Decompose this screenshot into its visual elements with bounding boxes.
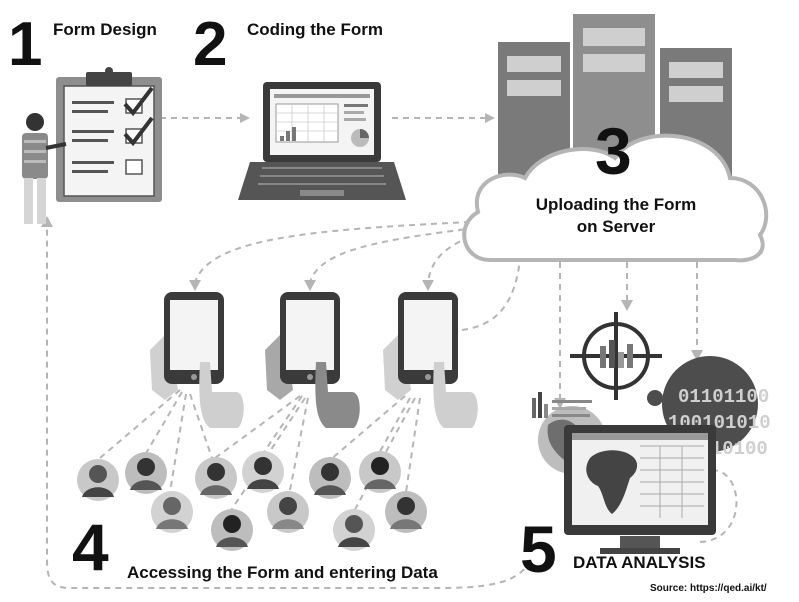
line-phone-3-user-a <box>329 395 406 461</box>
line-phone-2-user-d <box>289 397 309 491</box>
target-chart-icon <box>570 312 662 400</box>
step-5-label: DATA ANALYSIS <box>573 553 706 572</box>
monitor-icon <box>564 425 716 554</box>
source-credit: Source: https://qed.ai/kt/ <box>650 583 767 594</box>
step-1-label: Form Design <box>53 20 157 39</box>
avatar <box>333 509 375 551</box>
binary-text-line-1: 01101100 <box>678 386 769 408</box>
avatar <box>151 491 193 533</box>
laptop-icon <box>238 82 406 200</box>
arrow-phone-3-to-server <box>461 259 521 331</box>
line-phone-2-user-b <box>261 395 303 456</box>
line-phone-3-user-d <box>405 397 421 493</box>
arrow-analysis-side-loop <box>699 469 738 543</box>
avatar <box>309 457 351 499</box>
step-2-label: Coding the Form <box>247 20 383 39</box>
arrowhead-phone-3 <box>422 280 434 291</box>
step-2-number: 2 <box>193 10 228 79</box>
line-phone-1-user-d <box>189 393 213 459</box>
checkmark-icon <box>123 116 154 147</box>
avatar <box>195 457 237 499</box>
phone-hand-2-icon <box>265 292 360 428</box>
phone-hand-1-icon <box>150 292 244 428</box>
avatar <box>385 491 427 533</box>
step-3-label-line-2: on Server <box>576 217 656 236</box>
step-4-number: 4 <box>72 510 109 584</box>
arrowhead-analysis-3 <box>691 350 703 361</box>
cloud-icon <box>462 133 769 263</box>
africa-map-icon <box>586 450 638 514</box>
arrowhead-feedback <box>41 216 53 227</box>
arrowhead-phone-2 <box>304 280 316 291</box>
clipboard-icon <box>56 67 162 202</box>
avatar <box>242 451 284 493</box>
avatar <box>359 451 401 493</box>
step-3-label: Uploading the Form on Server <box>503 194 729 238</box>
user-avatars <box>77 451 427 551</box>
line-phone-1-user-a <box>99 389 181 459</box>
arrowhead-phone-1 <box>189 280 201 291</box>
avatar <box>267 491 309 533</box>
step-3-label-line-1: Uploading the Form <box>535 195 697 214</box>
line-phone-1-user-c <box>169 393 187 493</box>
arrowhead-server <box>485 113 495 123</box>
avatar <box>211 509 253 551</box>
step-1-number: 1 <box>8 10 43 79</box>
step-4-label: Accessing the Form and entering Data <box>127 563 438 582</box>
arrowhead-analysis-2 <box>621 300 633 311</box>
form-designer-person-icon <box>22 113 67 224</box>
step-5-number: 5 <box>520 512 557 586</box>
avatar <box>125 452 167 494</box>
arrow-feedback-loop <box>46 225 531 589</box>
checkmark-icon <box>123 86 154 117</box>
step-3-number: 3 <box>595 114 632 188</box>
line-phone-1-user-b <box>144 391 183 456</box>
laptop-keyboard <box>238 162 406 200</box>
arrow-server-to-phone-3 <box>427 231 481 283</box>
phone-hand-3-icon <box>383 292 478 428</box>
arrow-server-to-phone-2 <box>309 227 476 283</box>
avatar <box>77 459 119 501</box>
arrowhead-coding <box>240 113 250 123</box>
arrow-server-to-phone-1 <box>194 221 471 283</box>
